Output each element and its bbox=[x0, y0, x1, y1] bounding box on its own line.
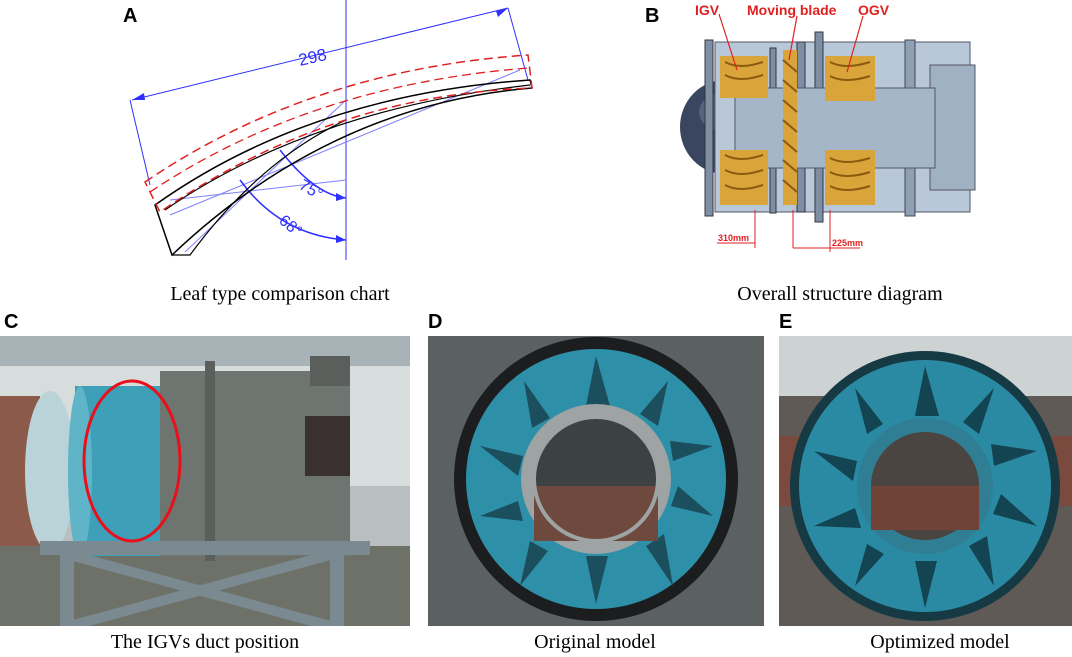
dimension-line-298 bbox=[131, 7, 509, 101]
optimized-vanes bbox=[814, 366, 1037, 608]
dimension-arrow-right bbox=[496, 8, 508, 17]
angle-label-68: 68° bbox=[275, 212, 304, 241]
chord-line-c bbox=[169, 179, 347, 201]
panel-c-caption: The IGVs duct position bbox=[110, 631, 300, 653]
label-moving-blade: Moving blade bbox=[747, 2, 837, 18]
chord-line-a bbox=[169, 69, 521, 216]
original-vanes bbox=[480, 356, 713, 604]
label-ogv: OGV bbox=[858, 2, 890, 18]
blade-comparison-drawing: 298 75° 68° bbox=[129, 0, 533, 260]
panel-e-caption: Optimized model bbox=[870, 631, 1010, 653]
photo-original-model bbox=[428, 336, 764, 626]
panel-a-letter: A bbox=[123, 5, 138, 27]
panel-a-caption: Leaf type comparison chart bbox=[170, 283, 390, 305]
chord-line-b bbox=[184, 99, 347, 253]
inlet-flange bbox=[704, 39, 714, 217]
panel-b-letter: B bbox=[645, 5, 660, 27]
panel-e-letter: E bbox=[779, 311, 793, 333]
dim-label-225mm: 225mm bbox=[832, 238, 863, 248]
panel-b-caption: Overall structure diagram bbox=[737, 283, 943, 305]
dim-label-310mm: 310mm bbox=[718, 233, 749, 243]
panel-c-letter: C bbox=[4, 311, 19, 333]
panel-d-caption: Original model bbox=[534, 631, 656, 653]
dimension-label-298: 298 bbox=[297, 45, 329, 70]
label-igv: IGV bbox=[695, 2, 720, 18]
igv-highlight-ellipse bbox=[82, 379, 182, 543]
original-blade-outline bbox=[154, 79, 533, 257]
photo-igv-duct-position bbox=[0, 336, 410, 626]
fan-structure-drawing: IGV Moving blade OGV 310mm 225mm bbox=[680, 2, 976, 252]
optimized-blade-outline bbox=[144, 54, 533, 214]
panel-d-letter: D bbox=[428, 311, 443, 333]
angle-label-75: 75° bbox=[296, 177, 325, 204]
photo-optimized-model bbox=[779, 336, 1072, 626]
dimension-arrow-left bbox=[132, 93, 145, 100]
extension-line-left bbox=[129, 99, 151, 186]
